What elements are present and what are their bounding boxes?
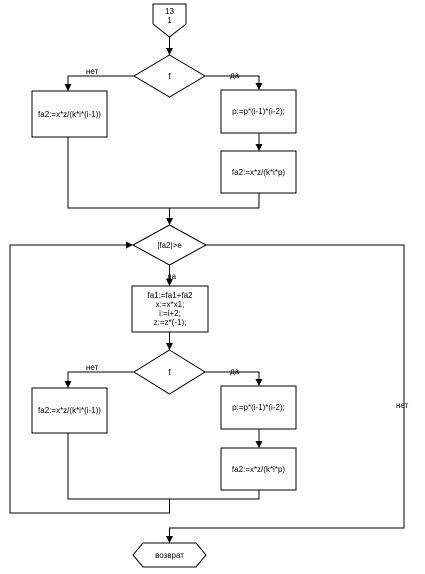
process-box-yes-2b: fa2:=x*z/(k*i*p) (220, 447, 297, 491)
svg-text:p:=p*(i-1)*(i-2);: p:=p*(i-1)*(i-2); (232, 107, 285, 116)
process-box-yes-1b: fa2:=x*z/(k*i*p) (220, 150, 297, 194)
decision-label: f (168, 72, 171, 81)
svg-text:i:=i+2;: i:=i+2; (159, 309, 181, 318)
svg-text:fa2:=x*z/(k*i*(i-1)): fa2:=x*z/(k*i*(i-1)) (38, 110, 101, 119)
offpage-connector: 13 1 (152, 3, 187, 38)
svg-text:z:=z*(-1);: z:=z*(-1); (154, 318, 187, 327)
process-box-no-1: fa2:=x*z/(k*i*(i-1)) (31, 90, 108, 138)
svg-text:p:=p*(i-1)*(i-2);: p:=p*(i-1)*(i-2); (232, 403, 285, 412)
terminal-return: возврат (132, 542, 207, 568)
flow-line-yes (205, 75, 263, 90)
terminal-label: возврат (155, 551, 184, 560)
flow-line-yes (205, 371, 263, 386)
merge-line (67, 433, 260, 500)
decision-f-2: f (133, 349, 206, 395)
branch-label-no: нет (86, 67, 99, 76)
flow-line-no (64, 371, 134, 388)
loop-exit-line (166, 244, 405, 543)
svg-text:fa1:=fa1+fa2: fa1:=fa1+fa2 (148, 291, 193, 300)
merge-line (67, 137, 260, 209)
svg-text:fa2:=x*z/(k*i*p): fa2:=x*z/(k*i*p) (232, 168, 285, 177)
decision-label: f (168, 368, 171, 377)
process-box-yes-1a: p:=p*(i-1)*(i-2); (220, 89, 297, 134)
process-box-yes-2a: p:=p*(i-1)*(i-2); (220, 385, 297, 430)
svg-text:fa2:=x*z/(k*i*(i-1)): fa2:=x*z/(k*i*(i-1)) (38, 406, 101, 415)
process-box-no-2: fa2:=x*z/(k*i*(i-1)) (31, 387, 108, 434)
svg-text:x:=x*x1;: x:=x*x1; (156, 300, 185, 309)
connector-label-top: 13 (165, 7, 174, 16)
svg-text:fa2:=x*z/(k*i*p): fa2:=x*z/(k*i*p) (232, 465, 285, 474)
branch-label-no: нет (396, 401, 409, 410)
branch-label-no: нет (86, 363, 99, 372)
decision-f-1: f (133, 54, 206, 98)
branch-label-yes: да (230, 71, 240, 80)
branch-label-yes: да (230, 367, 240, 376)
branch-label-yes: да (167, 272, 177, 281)
decision-loop: |fa2|>e (131, 224, 208, 266)
flow-line-no (64, 75, 134, 91)
loop-back-line (9, 241, 170, 514)
decision-label: |fa2|>e (157, 241, 182, 250)
process-box-body: fa1:=fa1+fa2 x:=x*x1; i:=i+2; z:=z*(-1); (131, 285, 209, 333)
connector-label-bottom: 1 (167, 16, 172, 25)
